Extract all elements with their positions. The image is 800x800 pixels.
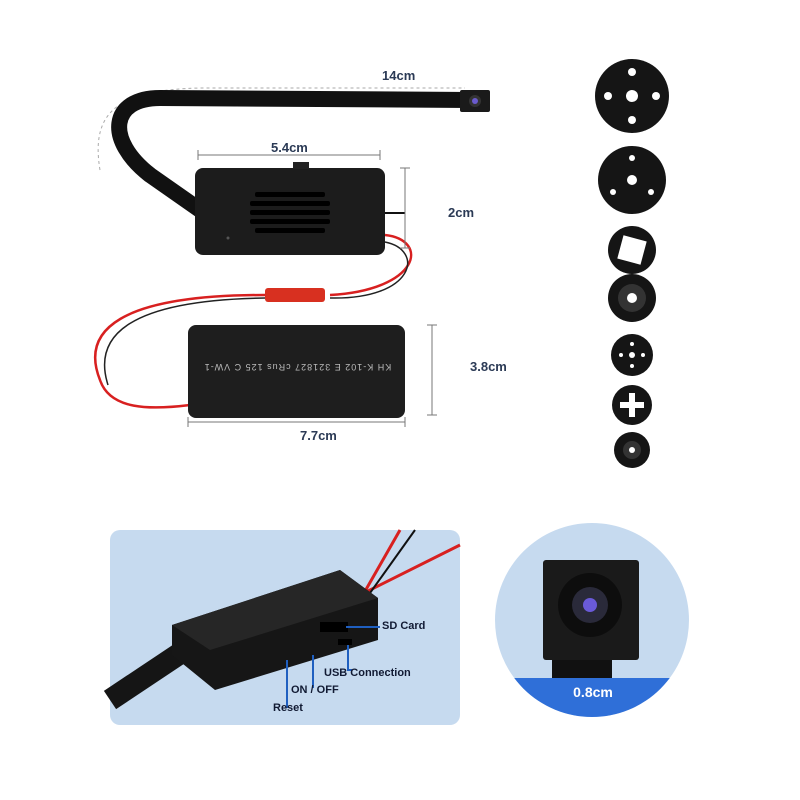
callout-lines [286,626,380,708]
lens-cover-ring [608,274,656,322]
module-height-label: 2cm [448,205,475,220]
lens-cover-3hole [598,146,666,214]
battery-print: KH K-102 E 321827 cRus 125 C VW-1 [203,362,392,372]
battery-height-label: 3.8cm [470,359,507,374]
lens-cover-square [608,226,656,274]
lens-cover-small [614,432,650,468]
vent-slots [250,192,330,233]
ribbon-length-label: 14cm [382,68,416,83]
dimension-lines [187,150,437,427]
lens-covers [595,59,669,468]
battery-width-label: 7.7cm [300,428,337,443]
usb-label: USB Connection [324,667,411,679]
sd-card-label: SD Card [382,620,426,632]
ribbon-cable [111,90,471,217]
battery [188,325,405,418]
reset-label: Reset [273,702,303,714]
lens-size-label: 0.8cm [573,684,613,700]
jst-connector [265,288,325,302]
lens-cover-cross [612,385,652,425]
lens-cover-4hole [595,59,669,133]
module-width-label: 5.4cm [271,140,308,155]
power-switch-label: ON / OFF [291,684,339,696]
lens-cover-dots [611,334,653,376]
